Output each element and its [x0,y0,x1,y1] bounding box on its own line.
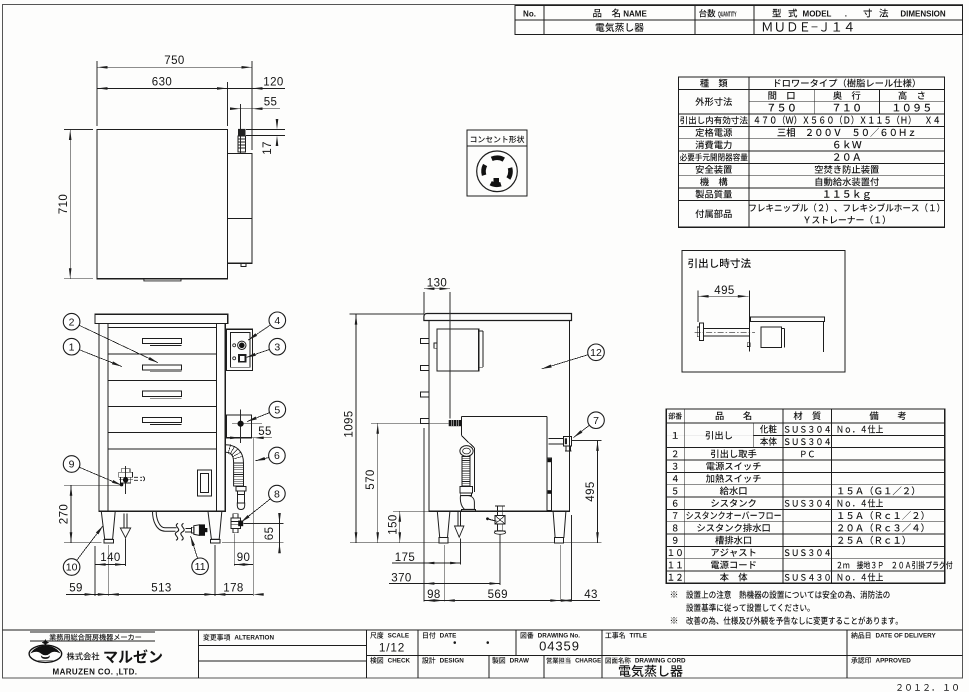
svg-text:.: . [845,9,848,18]
svg-text:7: 7 [593,415,599,427]
svg-text:DRAWING CORD: DRAWING CORD [635,658,686,665]
svg-text:178: 178 [223,582,243,594]
svg-text:3: 3 [274,341,280,353]
svg-text:10: 10 [66,562,78,574]
svg-text:8: 8 [274,488,280,500]
svg-text:1/12: 1/12 [379,641,405,655]
svg-text:MODEL: MODEL [803,9,832,18]
svg-text:495: 495 [585,481,597,501]
svg-text:98: 98 [427,589,441,601]
svg-text:APPROVED: APPROVED [876,658,912,665]
svg-text:513: 513 [151,582,171,594]
svg-text:1095: 1095 [344,410,356,437]
svg-text:SCALE: SCALE [388,633,409,640]
svg-text:No.: No. [523,9,536,18]
svg-text:5: 5 [274,404,280,416]
svg-text:175: 175 [395,552,415,564]
svg-text:DESIGN: DESIGN [440,658,465,665]
svg-text:TITLE: TITLE [630,633,648,640]
svg-text:370: 370 [391,572,411,584]
svg-text:QUANTITY: QUANTITY [718,9,737,18]
svg-text:17: 17 [262,141,274,155]
svg-text:630: 630 [152,76,172,88]
svg-text:140: 140 [100,552,120,564]
svg-text:DIMENSION: DIMENSION [900,9,946,18]
svg-text:55: 55 [258,426,272,438]
svg-text:1: 1 [69,341,75,353]
svg-text:DRAW: DRAW [510,658,529,665]
svg-text:43: 43 [584,589,598,601]
svg-text:NAME: NAME [623,9,647,18]
svg-text:04359: 04359 [539,639,580,654]
svg-text:DATE: DATE [440,633,457,640]
svg-text:569: 569 [488,589,508,601]
svg-text:・: ・ [483,639,493,650]
svg-text:CHARGE: CHARGE [575,658,601,665]
svg-text:59: 59 [69,582,83,594]
svg-text:DATE OF DELIVERY: DATE OF DELIVERY [876,633,937,640]
svg-text:120: 120 [263,76,283,88]
svg-text:9: 9 [69,459,75,471]
svg-text:130: 130 [427,277,447,289]
svg-text:4: 4 [274,315,280,327]
svg-text:2: 2 [69,316,75,328]
svg-text:6: 6 [274,450,280,462]
svg-text:270: 270 [59,504,71,524]
svg-text:570: 570 [365,469,377,489]
svg-text:710: 710 [58,194,70,214]
svg-text:90: 90 [237,552,251,564]
svg-text:CHECK: CHECK [388,658,411,665]
svg-text:MARUZEN CO. ,LTD.: MARUZEN CO. ,LTD. [53,668,138,677]
svg-text:12: 12 [590,347,602,359]
svg-text:11: 11 [195,561,206,573]
svg-text:55: 55 [264,97,278,109]
svg-text:ALTERATION: ALTERATION [234,635,274,642]
svg-text:150: 150 [387,514,399,534]
svg-text:65: 65 [264,527,276,541]
svg-text:・: ・ [450,639,460,650]
svg-text:DRAWING No.: DRAWING No. [538,633,581,640]
svg-text:750: 750 [164,55,184,67]
svg-text:495: 495 [714,285,734,297]
